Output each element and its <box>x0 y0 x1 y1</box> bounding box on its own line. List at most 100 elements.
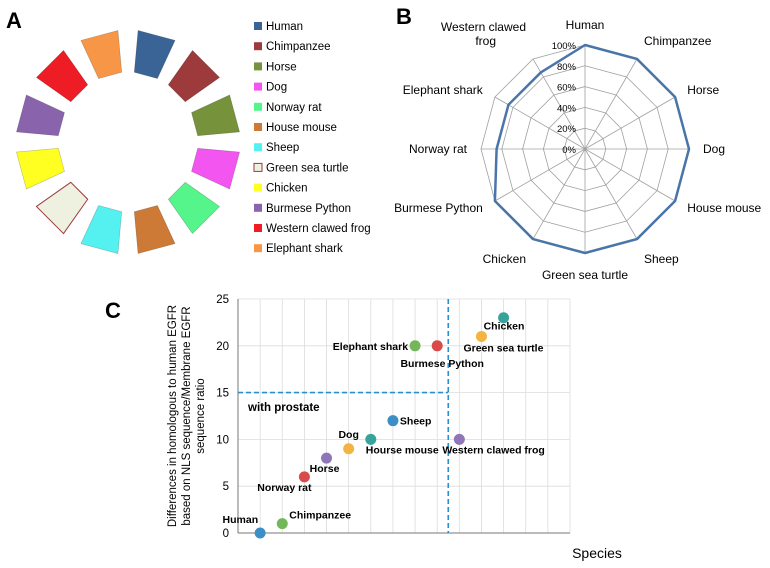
scatter-points: Human Chimpanzee Norway rat Horse DogHourse … <box>223 312 545 539</box>
legend-label-burmese-python: Burmese Python <box>266 203 351 215</box>
panel-letter-a: A <box>6 8 22 33</box>
scatter-grid <box>237 298 571 534</box>
legend-swatch-chimpanzee <box>254 42 262 51</box>
radar-spoke <box>532 58 586 150</box>
legend-label-western-clawed-frog: Western clawed frog <box>266 223 371 235</box>
scatter-y-tick-label: 0 <box>223 528 229 540</box>
radar-tick-label: 100% <box>552 41 577 52</box>
scatter-point-western-clawed-frog <box>453 433 465 445</box>
scatter-point-label-burmese-python: Burmese Python <box>400 358 483 370</box>
donut-segment-burmese-python <box>16 94 65 137</box>
scatter-y-axis-label-line: Differences in homologous to human EGFR <box>167 305 179 527</box>
legend-swatch-western-clawed-frog <box>254 224 262 232</box>
radar-tick-label: 20% <box>557 124 577 135</box>
donut-segment-western-clawed-frog <box>35 49 89 103</box>
legend-swatch-house-mouse <box>254 123 262 131</box>
radar-tick-label: 80% <box>557 62 577 73</box>
scatter-point-horse <box>321 452 333 464</box>
scatter-point-chimpanzee <box>276 518 288 530</box>
scatter-y-tick-label: 25 <box>216 294 229 306</box>
scatter-point-norway-rat <box>298 471 310 483</box>
legend-label-chicken: Chicken <box>266 183 308 195</box>
legend-label-human: Human <box>266 21 303 33</box>
donut-segment-human <box>133 30 176 79</box>
scatter-y-axis-label-line: sequence ratio <box>195 378 207 453</box>
radar-category-house-mouse: House mouse <box>687 201 761 215</box>
legend-label-green-sea-turtle: Green sea turtle <box>266 162 348 174</box>
scatter-point-label-hourse-mouse: Hourse mouse <box>366 444 439 456</box>
panel-b-radar-chart: 0% 20% 40% 60% 80% 100% HumanChimpanzeeHorseD… <box>394 18 761 282</box>
donut-segment-dog <box>191 147 240 190</box>
donut-segment-horse <box>191 94 240 137</box>
radar-category-horse: Horse <box>687 83 719 97</box>
radar-category-green-sea-turtle: Green sea turtle <box>542 268 628 282</box>
panel-letter-c: C <box>105 298 121 323</box>
donut-segment-sheep <box>80 205 123 254</box>
radar-category-elephant-shark: Elephant shark <box>403 83 484 97</box>
donut-segment-house-mouse <box>133 205 176 254</box>
legend-swatch-human <box>254 22 262 30</box>
radar-spoke <box>584 148 638 240</box>
radar-tick-labels: 0% 20% 40% 60% 80% 100% <box>552 41 577 156</box>
legend-label-norway-rat: Norway rat <box>266 102 322 114</box>
legend-swatch-horse <box>254 62 262 71</box>
donut-segment-elephant-shark <box>80 30 123 79</box>
scatter-point-label-elephant-shark: Elephant shark <box>333 341 408 353</box>
scatter-point-label-human: Human <box>223 514 259 526</box>
legend-label-house-mouse: House mouse <box>266 122 337 134</box>
scatter-reference-lines <box>238 299 450 533</box>
scatter-point-sheep <box>387 415 399 427</box>
radar-spoke <box>584 58 638 150</box>
radar-series-line <box>493 43 691 255</box>
radar-spoke <box>494 96 586 150</box>
scatter-point-label-sheep: Sheep <box>400 416 432 428</box>
donut-segment-chimpanzee <box>167 49 221 103</box>
radar-tick-label: 40% <box>557 103 577 114</box>
donut-segment-norway-rat <box>167 181 221 235</box>
legend-swatch-norway-rat <box>254 102 262 111</box>
panel-letter-b: B <box>396 4 412 29</box>
scatter-point-elephant-shark <box>409 340 421 352</box>
radar-spoke <box>584 96 676 150</box>
scatter-y-tick-label: 10 <box>216 434 229 446</box>
scatter-point-green-sea-turtle <box>475 330 487 342</box>
donut-segment-chicken <box>16 147 65 190</box>
radar-spoke <box>494 148 586 202</box>
legend-label-elephant-shark: Elephant shark <box>266 243 343 255</box>
scatter-x-axis-label: Species <box>572 545 622 561</box>
radar-category-norway-rat: Norway rat <box>409 142 468 156</box>
legend-label-chimpanzee: Chimpanzee <box>266 41 331 53</box>
donut-segment-green-sea-turtle <box>35 181 89 235</box>
radar-tick-label: 0% <box>562 145 576 156</box>
legend-label-sheep: Sheep <box>266 142 299 154</box>
radar-category-sheep: Sheep <box>644 252 679 266</box>
scatter-point-label-dog: Dog <box>338 429 358 441</box>
scatter-point-label-chimpanzee: Chimpanzee <box>289 510 351 522</box>
scatter-y-axis-label-line: based on NLS sequence/Membrane EGFR <box>181 306 193 525</box>
radar-category-human: Human <box>566 18 605 32</box>
scatter-point-label-norway-rat: Norway rat <box>257 482 312 494</box>
scatter-point-label-horse: Horse <box>310 463 340 475</box>
scatter-point-label-green-sea-turtle: Green sea turtle <box>463 342 543 354</box>
radar-category-chicken: Chicken <box>483 252 526 266</box>
donut-chart <box>16 30 240 254</box>
scatter-y-tick-label: 20 <box>216 341 229 353</box>
radar-spoke <box>532 148 586 240</box>
scatter-point-dog <box>343 443 355 455</box>
scatter-point-chicken <box>498 312 510 324</box>
radar-series <box>493 43 691 255</box>
scatter-point-label-western-clawed-frog: Western clawed frog <box>442 444 545 456</box>
legend-swatch-dog <box>254 82 262 91</box>
legend-swatch-sheep <box>254 143 262 152</box>
radar-tick-label: 60% <box>557 83 577 94</box>
scatter-point-hourse-mouse <box>365 433 377 445</box>
legend-swatch-elephant-shark <box>254 244 262 253</box>
radar-category-chimpanzee: Chimpanzee <box>644 34 712 48</box>
legend-label-dog: Dog <box>266 82 287 94</box>
